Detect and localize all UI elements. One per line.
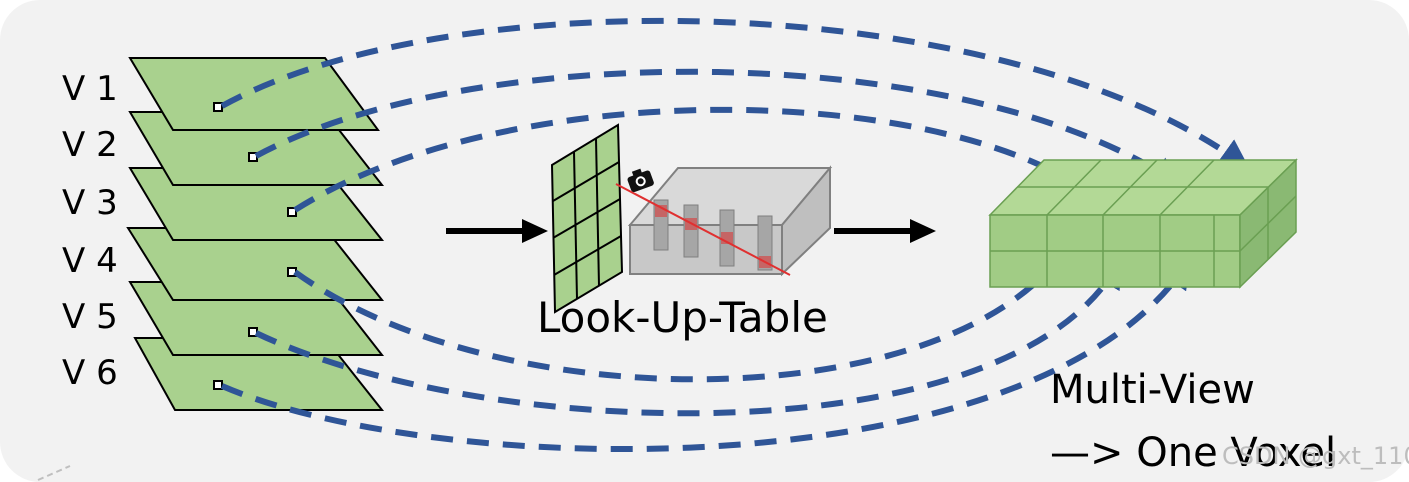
view-label-1: V 1 (62, 69, 118, 109)
flow-arrow-2-head (910, 219, 936, 243)
voxel-cube (988, 158, 1298, 289)
view-label-2: V 2 (62, 125, 118, 165)
result-label-line2: —> One Voxel (1050, 430, 1336, 476)
view-planes (126, 57, 385, 411)
watermark: CSDN @gxt_110 (1222, 442, 1409, 470)
dashed-arrow-1 (220, 17, 1250, 169)
lut-label: Look-Up-Table (537, 293, 828, 342)
result-label-line1: Multi-View (1050, 367, 1255, 413)
view-labels: V 1 V 2 V 3 V 4 V 5 V 6 (62, 69, 118, 393)
corner-divider (37, 465, 71, 481)
view-label-6: V 6 (62, 353, 118, 393)
flow-arrows (446, 219, 936, 243)
pixel-marker-3 (287, 207, 297, 217)
dashed-arrows (220, 17, 1250, 453)
view-label-4: V 4 (62, 241, 118, 281)
dashed-arrow-5 (254, 257, 1123, 417)
dashed-arrow-6 (220, 258, 1191, 453)
pixel-marker-1 (213, 102, 223, 112)
camera-ray (615, 183, 791, 276)
lut-volume (615, 165, 833, 277)
camera-icon (627, 168, 654, 193)
view-plane-1 (128, 57, 380, 131)
pixel-marker-6 (213, 380, 223, 390)
view-label-5: V 5 (62, 297, 118, 337)
lut-grid (550, 123, 624, 314)
dashed-arrow-3 (293, 106, 1097, 213)
flow-arrow-1-head (522, 219, 548, 243)
view-label-3: V 3 (62, 183, 118, 223)
dashed-arrow-4 (293, 229, 1079, 383)
dashed-arrow-2 (254, 68, 1183, 187)
